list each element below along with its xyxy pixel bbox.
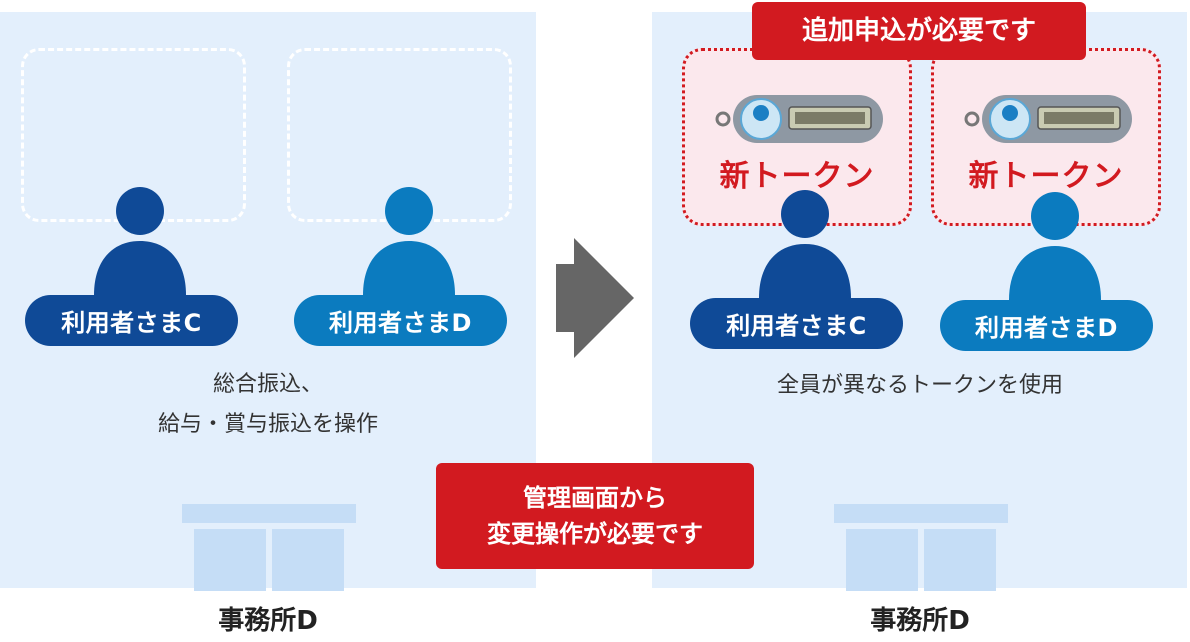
hardware-token-icon — [715, 95, 883, 143]
user-c: 利用者さまC — [690, 190, 920, 350]
left-caption: 総合振込、 給与・賞与振込を操作 — [68, 365, 468, 445]
admin-change-callout: 管理画面から 変更操作が必要です — [436, 463, 754, 569]
person-icon — [363, 187, 455, 295]
person-icon — [759, 190, 851, 298]
new-token-box-d: 新トークン — [931, 48, 1161, 226]
user-d: 利用者さまD — [294, 187, 524, 347]
user-d-label: 利用者さまD — [294, 295, 507, 346]
left-caption-line-1: 総合振込、 — [212, 372, 323, 397]
user-c-label: 利用者さまC — [25, 295, 238, 346]
right-office-label: 事務所D — [870, 606, 970, 636]
before-panel: 利用者さまC 利用者さまD 総合振込、 給与・賞与振込を操作 — [0, 12, 536, 591]
right-caption: 全員が異なるトークンを使用 — [776, 373, 1063, 398]
arrow-right-icon — [556, 238, 634, 358]
additional-application-callout: 追加申込が必要です — [752, 2, 1086, 60]
new-token-label: 新トークン — [719, 159, 875, 194]
new-token-label: 新トークン — [968, 159, 1124, 194]
admin-change-callout-line-1: 管理画面から — [523, 484, 667, 512]
user-c: 利用者さまC — [25, 187, 255, 347]
hardware-token-icon — [964, 95, 1132, 143]
left-caption-line-2: 給与・賞与振込を操作 — [157, 412, 378, 437]
person-icon — [1009, 192, 1101, 300]
left-office-label: 事務所D — [218, 606, 318, 636]
admin-change-callout-line-2: 変更操作が必要です — [487, 520, 703, 548]
user-c-label: 利用者さまC — [690, 298, 903, 349]
user-d-label: 利用者さまD — [940, 300, 1153, 351]
user-d: 利用者さまD — [940, 192, 1170, 352]
person-icon — [94, 187, 186, 295]
